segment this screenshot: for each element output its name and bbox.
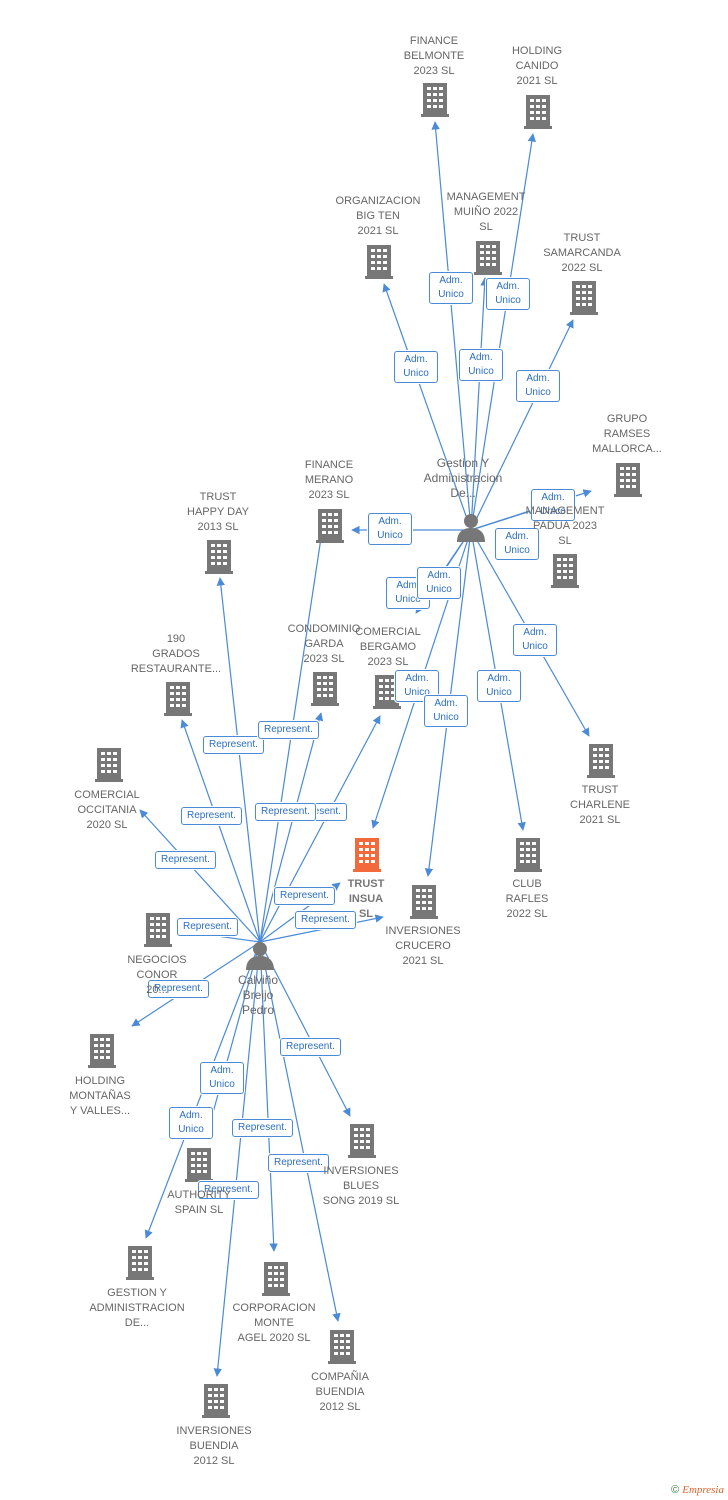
edge-label[interactable]: Adm. Unico [513, 624, 557, 656]
company-label-compania_buendia[interactable]: COMPAÑIA BUENDIA 2012 SL [311, 1371, 369, 1413]
edge-calvino-inversiones_blues [259, 941, 351, 1117]
company-label-corporacion_monte[interactable]: CORPORACION MONTE AGEL 2020 SL [232, 1302, 316, 1344]
company-label-finance_merano[interactable]: FINANCE MERANO 2023 SL [304, 459, 354, 501]
edge-label[interactable]: Adm. Unico [424, 695, 468, 727]
edge-calvino-comercial_occitania [139, 809, 261, 943]
edge-label[interactable]: Represent. [181, 807, 242, 825]
edge-label[interactable]: Adm. Unico [495, 528, 539, 560]
edge-label[interactable]: Represent. [268, 1154, 329, 1172]
building-icon[interactable] [421, 83, 449, 117]
company-label-management_muino[interactable]: MANAGEMENT MUIÑO 2022 SL [446, 191, 526, 233]
edge-label[interactable]: Adm. Unico [394, 351, 438, 383]
company-label-club_rafles[interactable]: CLUB RAFLES 2022 SL [505, 878, 549, 920]
building-icon[interactable] [316, 509, 344, 543]
building-icon[interactable] [365, 245, 393, 279]
company-label-inversiones_crucero[interactable]: INVERSIONES CRUCERO 2021 SL [385, 925, 461, 967]
company-label-authority_spain[interactable]: AUTHORITY SPAIN SL [167, 1189, 231, 1216]
building-icon[interactable] [88, 1034, 116, 1068]
building-icon[interactable] [524, 95, 552, 129]
building-icon[interactable] [126, 1246, 154, 1280]
building-icon[interactable] [474, 241, 502, 275]
company-label-inversiones_blues[interactable]: INVERSIONES BLUES SONG 2019 SL [322, 1165, 400, 1207]
building-icon[interactable] [185, 1148, 213, 1182]
edge-label[interactable]: Represent. [155, 851, 216, 869]
building-icon[interactable] [311, 672, 339, 706]
company-label-grados_190[interactable]: 190 GRADOS RESTAURANTE... [130, 633, 222, 675]
edge-label[interactable]: Adm. Unico [417, 567, 461, 599]
person-icon[interactable] [457, 514, 485, 542]
edge-label[interactable]: Adm. Unico [486, 278, 530, 310]
building-icon[interactable] [202, 1384, 230, 1418]
building-icon[interactable] [262, 1262, 290, 1296]
building-icon[interactable] [570, 281, 598, 315]
edge-calvino-corporacion_monte [259, 941, 278, 1252]
edge-label[interactable]: Represent. [177, 918, 238, 936]
edge-label[interactable]: Represent. [232, 1119, 293, 1137]
edge-calvino-condominio_garda [259, 712, 324, 943]
building-icon[interactable] [353, 838, 381, 872]
edge-label[interactable]: Represent. [258, 721, 319, 739]
building-icon[interactable] [144, 913, 172, 947]
edge-calvino-inversiones_crucero [259, 914, 384, 943]
company-label-finance_belmonte[interactable]: FINANCE BELMONTE 2023 SL [403, 35, 465, 77]
company-label-comercial_occitania[interactable]: COMERCIAL OCCITANIA 2020 SL [74, 789, 140, 831]
person-icon[interactable] [246, 942, 274, 970]
edge-label[interactable]: Adm. Unico [477, 670, 521, 702]
edge-label[interactable]: Adm. Unico [459, 349, 503, 381]
building-icon[interactable] [587, 744, 615, 778]
company-label-holding_canido[interactable]: HOLDING CANIDO 2021 SL [511, 45, 563, 87]
company-label-negocios_conor[interactable]: NEGOCIOS CONOR 20... [127, 954, 187, 996]
company-label-gestion_admin_2[interactable]: GESTION Y ADMINISTRACION DE... [89, 1287, 185, 1329]
building-icon[interactable] [514, 838, 542, 872]
edge-gestion_y_admin-holding_canido [470, 133, 536, 531]
company-label-trust_charlene[interactable]: TRUST CHARLENE 2021 SL [570, 784, 630, 826]
company-label-trust_insua[interactable]: TRUST INSUA SL [347, 878, 385, 920]
edge-label[interactable]: Represent. [295, 911, 356, 929]
edge-label[interactable]: Represent. [148, 980, 209, 998]
copyright-icon: © [671, 1484, 680, 1496]
company-label-inversiones_buendia[interactable]: INVERSIONES BUENDIA 2012 SL [176, 1425, 252, 1467]
company-label-holding_montanas[interactable]: HOLDING MONTAÑAS Y VALLES... [69, 1075, 131, 1117]
edge-label[interactable]: Represent. [198, 1181, 259, 1199]
edge-calvino-trust_happy_day [216, 577, 261, 943]
edge-calvino-grados_190 [180, 719, 261, 943]
edge-gestion_y_admin-trust_samarcanda [470, 319, 574, 531]
person-label-calvino[interactable]: Calviño Breijo Pedro [237, 973, 279, 1017]
edge-label[interactable]: Adm. Unico [368, 513, 412, 545]
edge-gestion_y_admin-finance_belmonte [431, 121, 472, 531]
brand-logo: Empresia [682, 1484, 724, 1496]
company-label-organizacion_big_ten[interactable]: ORGANIZACION BIG TEN 2021 SL [335, 195, 421, 237]
building-icon[interactable] [95, 748, 123, 782]
edge-calvino-authority_spain [203, 941, 261, 1139]
company-label-grupo_ramses[interactable]: GRUPO RAMSES MALLORCA... [592, 413, 662, 455]
edge-gestion_y_admin-organizacion_big_ten [382, 283, 472, 531]
edge-label[interactable]: Adm. Unico [169, 1107, 213, 1139]
building-icon[interactable] [551, 554, 579, 588]
company-label-comercial_bergamo[interactable]: COMERCIAL BERGAMO 2023 SL [355, 626, 421, 668]
company-label-management_padua[interactable]: MANAGEMENT PADUA 2023 SL [525, 505, 605, 547]
edge-label[interactable]: Adm. Unico [429, 272, 473, 304]
edge-label[interactable]: Represent. [280, 1038, 341, 1056]
building-icon[interactable] [614, 463, 642, 497]
company-label-trust_happy_day[interactable]: TRUST HAPPY DAY 2013 SL [187, 491, 249, 533]
edge-label[interactable]: Adm. Unico [516, 370, 560, 402]
footer-brand[interactable]: © Empresia [671, 1484, 724, 1496]
edge-label[interactable]: Represent. [274, 887, 335, 905]
building-icon[interactable] [205, 540, 233, 574]
edge-calvino-compania_buendia [259, 941, 341, 1322]
edge-calvino-inversiones_buendia [213, 941, 261, 1377]
edge-label[interactable]: Adm. Unico [531, 489, 575, 521]
building-icon[interactable] [348, 1124, 376, 1158]
company-label-condominio_garda[interactable]: CONDOMINIO GARDA 2023 SL [287, 623, 361, 665]
person-label-gestion_y_admin[interactable]: Gestion Y Administracion De... [423, 456, 503, 500]
company-label-trust_samarcanda[interactable]: TRUST SAMARCANDA 2022 SL [543, 232, 621, 274]
edge-label[interactable]: Represent. [203, 736, 264, 754]
edge-gestion_y_admin-management_muino [470, 277, 489, 531]
edge-label[interactable]: Adm. Unico [200, 1062, 244, 1094]
building-icon[interactable] [164, 682, 192, 716]
edge-label[interactable]: Represent. [255, 803, 316, 821]
